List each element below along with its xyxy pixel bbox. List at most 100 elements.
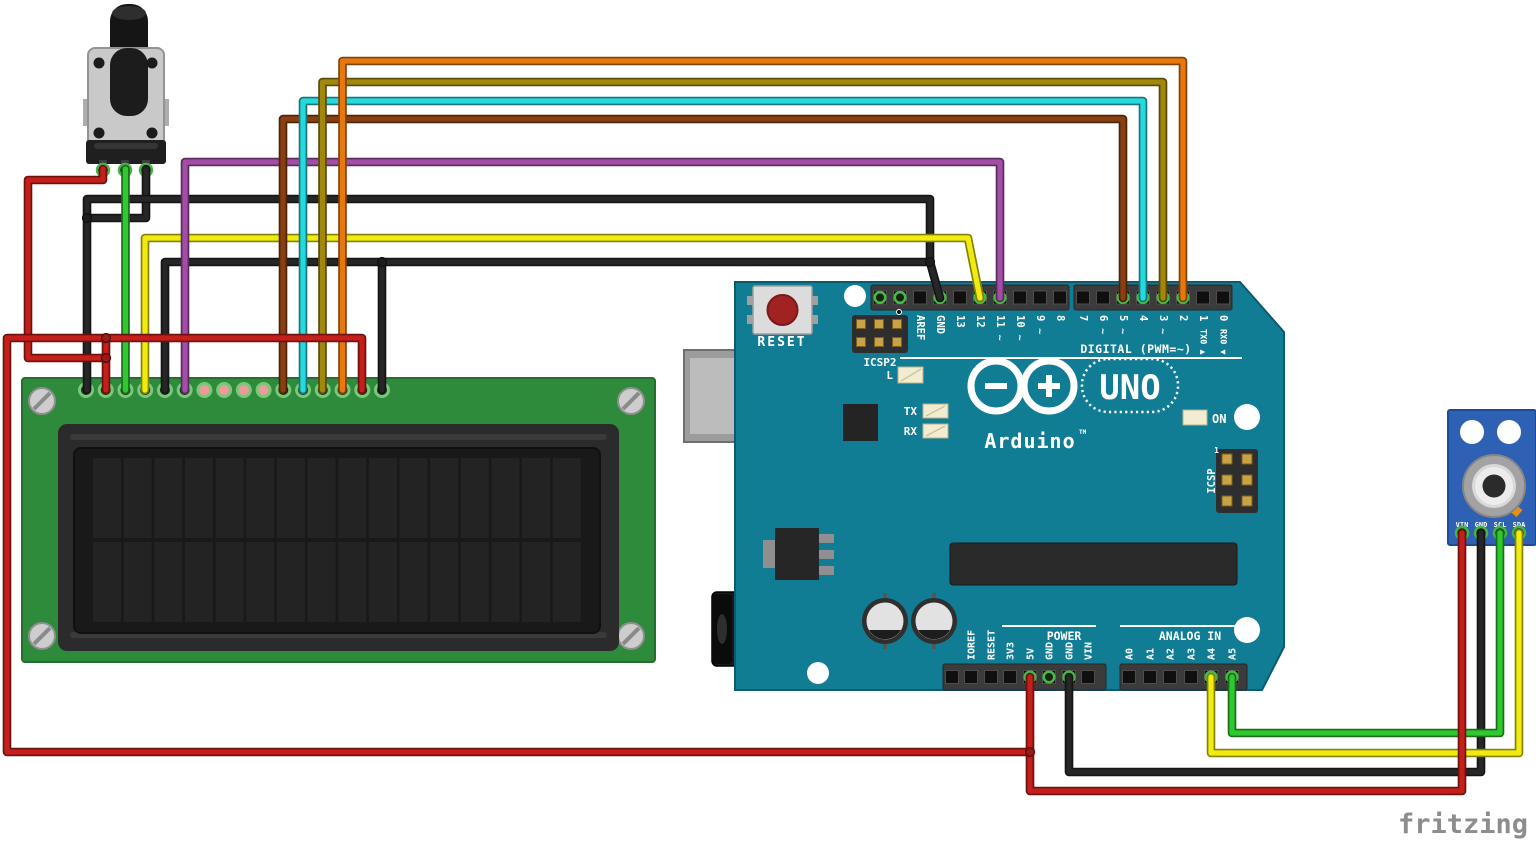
lcd-pin-10 <box>255 382 272 398</box>
wire-junction <box>100 332 112 344</box>
arduino-brand-label: Arduino <box>984 429 1075 453</box>
pin-label-A0: A0 <box>1125 648 1136 660</box>
pin-ring-aux <box>893 290 907 305</box>
mounting-hole <box>844 285 866 307</box>
fritzing-watermark: fritzing <box>1398 809 1529 840</box>
pin-ring-3 <box>1156 290 1170 305</box>
sensor-pin-VIN <box>1454 525 1470 541</box>
pwm-tilde: ~ <box>1117 328 1128 334</box>
pin-label-11: 11 <box>994 315 1006 328</box>
lcd-cell <box>246 458 275 538</box>
pin-hole <box>1122 670 1136 684</box>
icsp-label: ICSP <box>1206 468 1218 493</box>
pin-label-AREF: AREF <box>914 315 926 340</box>
icsp2-header <box>852 315 908 353</box>
pot-shaft-top <box>112 6 146 20</box>
mounting-hole <box>1234 404 1260 430</box>
pin-label-7: 7 <box>1077 315 1089 321</box>
lcd-cell <box>552 458 581 538</box>
lcd-pin-7 <box>196 382 213 398</box>
pin-hole <box>945 670 959 684</box>
wire-junction <box>1024 746 1036 758</box>
lcd-cell <box>522 458 551 538</box>
sensor-pin-SDA <box>1511 525 1527 541</box>
lcd-cell <box>491 458 520 538</box>
uno-label: UNO <box>1099 368 1160 408</box>
arduino-tm: TM <box>1079 429 1087 436</box>
pin1-marker-dot <box>896 309 902 315</box>
reset-label: RESET <box>757 335 806 350</box>
pin-label-GND: GND <box>1045 642 1056 660</box>
pwm-tilde: ~ <box>1157 328 1168 334</box>
lcd-cell <box>215 458 244 538</box>
pin-label-10: 10 <box>1014 315 1026 328</box>
pin-label-9: 9 <box>1034 315 1046 321</box>
pin-hole <box>1076 290 1090 305</box>
pin-ring-A5 <box>1225 670 1239 684</box>
pwm-tilde: ~ <box>994 335 1005 341</box>
mounting-hole <box>807 662 829 684</box>
pin-hole <box>1003 670 1017 684</box>
lcd-screen <box>73 447 601 634</box>
lcd-pin-2 <box>97 382 114 398</box>
lcd-cell <box>491 542 520 622</box>
lcd-cell <box>307 458 336 538</box>
lcd-cell <box>460 542 489 622</box>
lcd-cell <box>522 542 551 622</box>
lcd-cell <box>399 542 428 622</box>
lcd-cell <box>93 458 121 538</box>
reset-button <box>747 285 818 335</box>
pot-screw <box>93 57 105 69</box>
mounting-hole <box>1234 617 1260 643</box>
on-led <box>1182 409 1208 426</box>
pin-ring-5 <box>1116 290 1130 305</box>
lcd-cell <box>338 458 367 538</box>
wire-junction <box>376 256 388 268</box>
lcd-pin-11 <box>275 382 292 398</box>
lcd-pin-5 <box>156 382 173 398</box>
pin-ring-GND <box>1042 670 1056 684</box>
usb-chip <box>843 404 878 441</box>
pin-hole <box>1196 290 1210 305</box>
lcd-cell <box>552 542 581 622</box>
pin-ring-12 <box>973 290 987 305</box>
pin-hole <box>1216 290 1230 305</box>
pot-pin-1-red <box>95 162 111 178</box>
pin-label-5: 5 <box>1117 315 1129 321</box>
pot-tab-right <box>163 99 169 126</box>
sensor-pin-label-VIN: VIN <box>1456 521 1469 529</box>
pin-label-6: 6 <box>1097 315 1109 321</box>
pin-label-A2: A2 <box>1166 648 1177 660</box>
lcd-cell <box>184 542 213 622</box>
pin-label-0: 0 <box>1217 315 1229 321</box>
pwm-tilde: ~ <box>1034 328 1045 334</box>
mounting-hole <box>1460 420 1484 444</box>
pin-hole <box>984 670 998 684</box>
sensor-pin-GND <box>1473 525 1489 541</box>
pin-label-RESET: RESET <box>987 630 998 660</box>
analog-in-label: ANALOG IN <box>1159 629 1221 643</box>
pwm-tilde: ~ <box>1014 335 1025 341</box>
pin-label-2: 2 <box>1177 315 1189 321</box>
power-label: POWER <box>1047 629 1082 643</box>
lcd-pin-12 <box>295 382 312 398</box>
pin-label-IOREF: IOREF <box>967 630 978 660</box>
lcd-pin-8 <box>216 382 233 398</box>
pin-hole <box>913 290 927 305</box>
pin-hole <box>1033 290 1047 305</box>
pin-hole <box>1096 290 1110 305</box>
pin-ring-GND <box>933 290 947 305</box>
lcd-pin-16 <box>373 382 390 398</box>
pin-label-A1: A1 <box>1146 648 1157 660</box>
pot-base-highlight <box>94 143 158 149</box>
pin-label-A3: A3 <box>1187 648 1198 660</box>
icsp-pin1-label: 1 <box>1214 446 1219 455</box>
pin-hole <box>1143 670 1157 684</box>
pot-screw <box>146 127 158 139</box>
pin-label-12: 12 <box>974 315 986 328</box>
potentiometer <box>80 0 170 178</box>
pin-label-4: 4 <box>1137 315 1149 321</box>
pin-label-8: 8 <box>1054 315 1066 321</box>
pin-sublabel: RX0 ▼ <box>1218 329 1228 355</box>
